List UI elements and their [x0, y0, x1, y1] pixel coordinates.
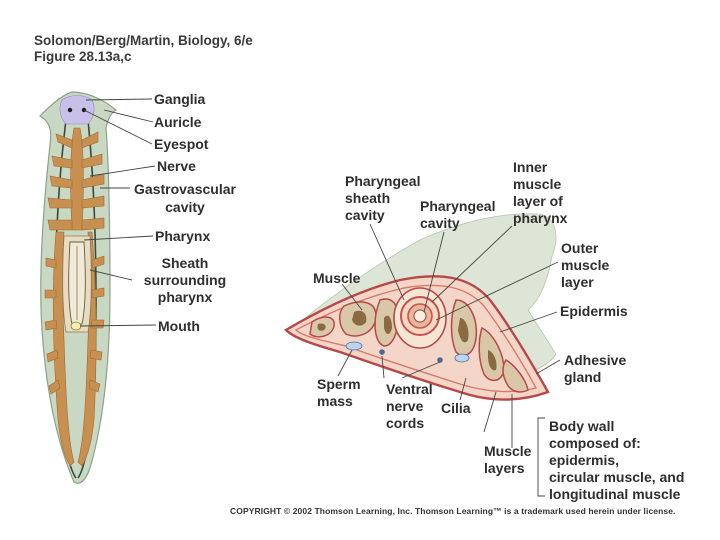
label-gastrovascular-cavity: cavity [165, 199, 205, 215]
planarian-cross-section [284, 213, 557, 401]
label-ventral-nerve-cords-3: cords [386, 415, 425, 431]
figure-source-title: Solomon/Berg/Martin, Biology, 6/e [34, 33, 253, 48]
eyespot-left [67, 107, 73, 113]
label-sperm-mass: Sperm [317, 376, 361, 392]
label-body-wall: Body wall [549, 418, 615, 434]
pharyngeal-cavity [413, 309, 427, 323]
label-muscle: Muscle [313, 270, 361, 286]
label-adhesive-gland: Adhesive [564, 352, 627, 368]
label-inner-muscle-4: pharynx [513, 210, 568, 226]
label-inner-muscle-3: layer of [513, 193, 563, 209]
label-sheath-surrounding: surrounding [143, 272, 227, 288]
label-gastrovascular: Gastrovascular [134, 181, 236, 197]
label-body-wall-2: composed of: [549, 435, 641, 451]
label-adhesive-gland-2: gland [564, 369, 602, 385]
label-sheath-pharynx: pharynx [157, 289, 213, 305]
label-pharyngeal-sheath: Pharyngeal [345, 173, 421, 189]
label-muscle-layers: Muscle [484, 443, 532, 459]
leader-lines-right [337, 223, 561, 497]
label-inner-muscle-2: muscle [513, 176, 562, 192]
label-pharyngeal-sheath-2: sheath [345, 190, 391, 206]
label-inner-muscle: Inner [513, 159, 548, 175]
label-sperm-mass-2: mass [317, 393, 353, 409]
label-pharyngeal-sheath-cavity: cavity [345, 207, 385, 223]
label-mouth: Mouth [158, 318, 200, 334]
label-sheath: Sheath [161, 255, 209, 271]
label-body-wall-5: longitudinal muscle [549, 486, 681, 502]
copyright-notice: COPYRIGHT © 2002 Thomson Learning, Inc. … [230, 506, 676, 516]
label-auricle: Auricle [154, 114, 202, 130]
label-pharyngeal-cavity-2: cavity [420, 215, 460, 231]
label-outer-muscle-3: layer [561, 274, 594, 290]
label-outer-muscle: Outer [561, 240, 599, 256]
planarian-whole-body [39, 91, 118, 484]
label-epidermis: Epidermis [560, 303, 628, 319]
leader-lines-left [79, 98, 157, 327]
label-ganglia: Ganglia [154, 91, 206, 107]
label-outer-muscle-2: muscle [561, 257, 610, 273]
label-nerve: Nerve [157, 158, 196, 174]
label-muscle-layers-2: layers [484, 460, 525, 476]
label-pharynx: Pharynx [155, 228, 211, 244]
label-eyespot: Eyespot [154, 136, 209, 152]
mouth-opening [70, 321, 82, 331]
gut-tissue [317, 310, 497, 371]
figure-number: Figure 28.13a,c [34, 49, 132, 64]
label-body-wall-3: epidermis, [549, 452, 620, 468]
label-ventral-nerve-cords-2: nerve [386, 398, 424, 414]
sperm-masses [345, 341, 470, 363]
label-pharyngeal-cavity: Pharyngeal [420, 198, 496, 214]
label-ventral-nerve-cords: Ventral [386, 381, 433, 397]
ventral-nerve-cord-dots [379, 349, 443, 363]
label-cilia: Cilia [441, 400, 471, 416]
label-body-wall-4: circular muscle, and [549, 469, 685, 485]
